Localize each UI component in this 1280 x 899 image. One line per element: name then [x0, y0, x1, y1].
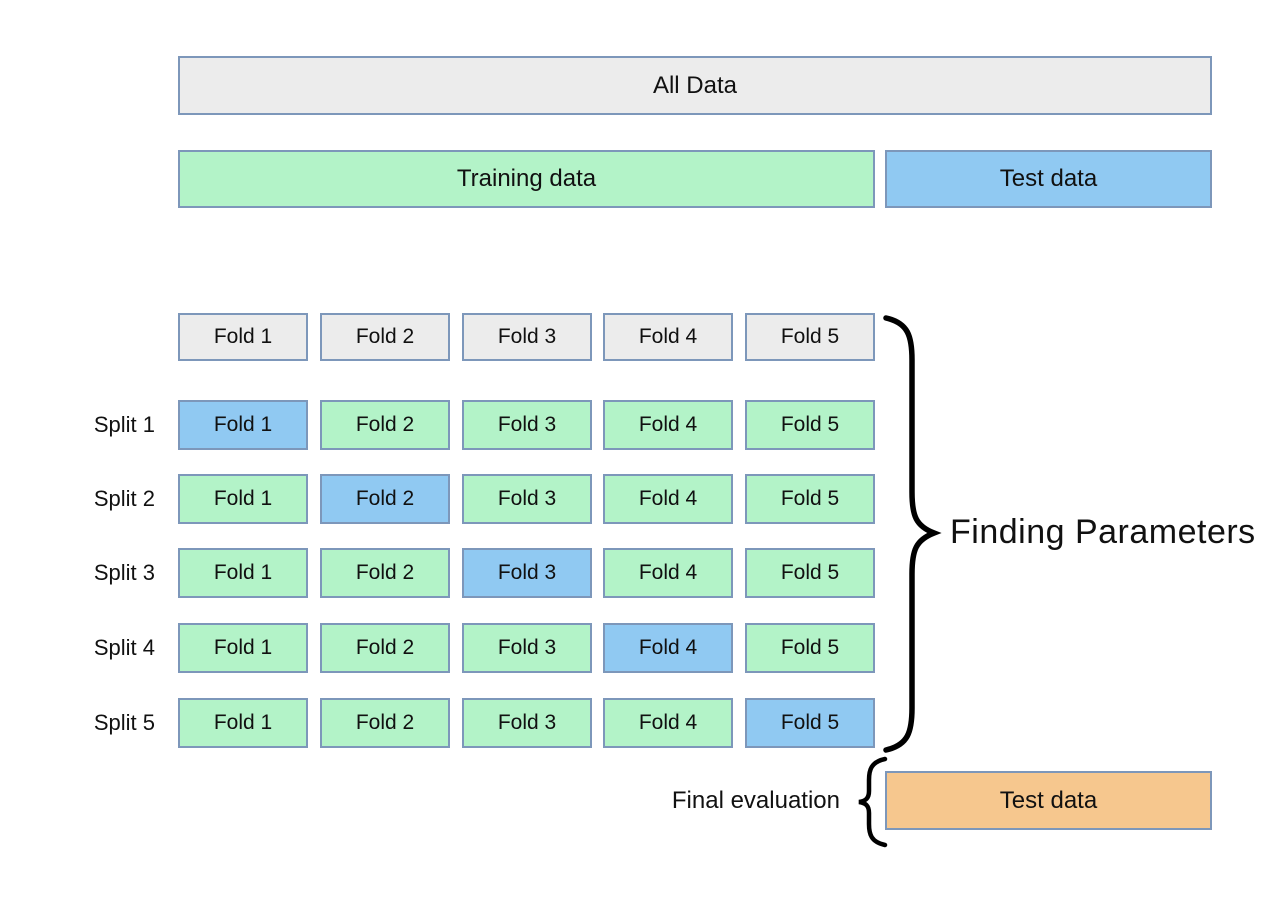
fold-cell: Fold 4: [603, 474, 733, 524]
final-test-data-box: Test data: [885, 771, 1212, 830]
fold-cell: Fold 2: [320, 548, 450, 598]
training-data-label: Training data: [456, 165, 597, 192]
fold-header-cell: Fold 2: [320, 313, 450, 361]
fold-cell-label: Fold 5: [780, 711, 840, 734]
fold-cell: Fold 4: [603, 698, 733, 748]
fold-cell: Fold 5: [745, 623, 875, 673]
training-data-bar: Training data: [178, 150, 875, 208]
fold-cell-label: Fold 2: [355, 487, 415, 510]
split-label: Split 4: [93, 635, 155, 660]
fold-cell: Fold 1: [178, 474, 308, 524]
fold-cell-label: Fold 5: [780, 636, 840, 659]
fold-cell-label: Fold 1: [213, 636, 273, 659]
fold-cell-label: Fold 2: [355, 413, 415, 436]
fold-cell: Fold 5: [745, 400, 875, 450]
fold-cell-test: Fold 3: [462, 548, 592, 598]
fold-cell-label: Fold 5: [780, 561, 840, 584]
all-data-label: All Data: [652, 71, 738, 99]
fold-cell: Fold 2: [320, 400, 450, 450]
fold-cell-label: Fold 2: [355, 561, 415, 584]
fold-cell: Fold 3: [462, 698, 592, 748]
fold-cell-label: Fold 1: [213, 487, 273, 510]
fold-cell-label: Fold 4: [638, 636, 698, 659]
fold-header-cell: Fold 5: [745, 313, 875, 361]
fold-cell-label: Fold 2: [355, 711, 415, 734]
fold-cell: Fold 1: [178, 698, 308, 748]
fold-cell-test: Fold 1: [178, 400, 308, 450]
final-evaluation-label: Final evaluation: [671, 787, 840, 814]
test-data-bar: Test data: [885, 150, 1212, 208]
fold-cell-label: Fold 5: [780, 413, 840, 436]
fold-cell: Fold 1: [178, 548, 308, 598]
fold-cell-label: Fold 1: [213, 413, 273, 436]
fold-cell-label: Fold 1: [213, 561, 273, 584]
fold-header-label: Fold 3: [497, 325, 557, 348]
fold-cell-label: Fold 4: [638, 487, 698, 510]
fold-header-label: Fold 2: [355, 325, 415, 348]
fold-cell-label: Fold 3: [497, 487, 557, 510]
fold-cell-label: Fold 4: [638, 413, 698, 436]
finding-parameters-label: Finding Parameters: [950, 513, 1256, 551]
fold-cell-label: Fold 3: [497, 561, 557, 584]
fold-cell-label: Fold 3: [497, 711, 557, 734]
all-data-bar: All Data: [178, 56, 1212, 115]
fold-cell-test: Fold 5: [745, 698, 875, 748]
fold-cell: Fold 2: [320, 698, 450, 748]
fold-cell: Fold 3: [462, 623, 592, 673]
fold-cell-label: Fold 4: [638, 711, 698, 734]
fold-header-label: Fold 5: [780, 325, 840, 348]
fold-cell-label: Fold 3: [497, 636, 557, 659]
fold-cell-label: Fold 1: [213, 711, 273, 734]
fold-cell: Fold 1: [178, 623, 308, 673]
fold-cell-label: Fold 5: [780, 487, 840, 510]
fold-cell-label: Fold 4: [638, 561, 698, 584]
fold-cell: Fold 3: [462, 400, 592, 450]
fold-cell: Fold 5: [745, 548, 875, 598]
fold-cell-test: Fold 4: [603, 623, 733, 673]
fold-cell: Fold 2: [320, 623, 450, 673]
final-evaluation-brace: [858, 756, 888, 848]
fold-cell-label: Fold 3: [497, 413, 557, 436]
right-brace: [883, 315, 942, 753]
fold-header-cell: Fold 3: [462, 313, 592, 361]
fold-cell: Fold 4: [603, 548, 733, 598]
split-label: Split 3: [93, 560, 155, 585]
final-test-data-label: Test data: [999, 786, 1098, 814]
fold-cell-test: Fold 2: [320, 474, 450, 524]
fold-cell: Fold 3: [462, 474, 592, 524]
fold-header-label: Fold 4: [638, 325, 698, 348]
test-data-label: Test data: [999, 165, 1098, 192]
fold-header-label: Fold 1: [213, 325, 273, 348]
fold-cell-label: Fold 2: [355, 636, 415, 659]
split-label: Split 2: [93, 486, 155, 511]
fold-header-cell: Fold 4: [603, 313, 733, 361]
split-label: Split 5: [93, 710, 155, 735]
split-label: Split 1: [93, 412, 155, 437]
fold-cell: Fold 4: [603, 400, 733, 450]
fold-cell: Fold 5: [745, 474, 875, 524]
fold-header-cell: Fold 1: [178, 313, 308, 361]
